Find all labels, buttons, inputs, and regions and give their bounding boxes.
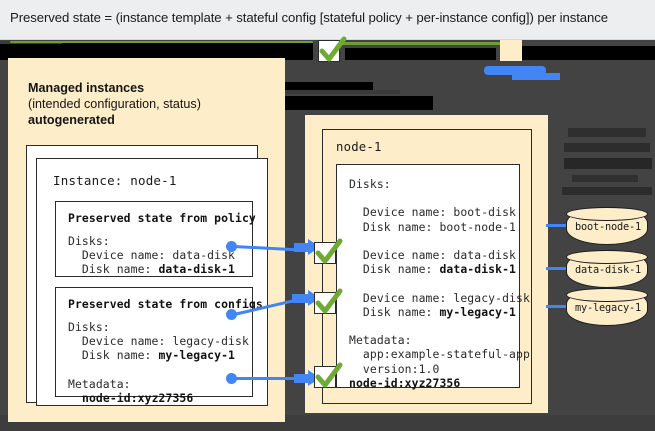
policy-disk-name-value: data-disk-1 (158, 262, 235, 277)
green-rule-right (336, 42, 501, 45)
configs-disk-name-label: Disk name: (68, 348, 159, 363)
disk-cylinder-data: data-disk-1 (565, 249, 648, 288)
connector-legacy-disk (226, 288, 321, 320)
node-spacer-3 (349, 276, 530, 290)
caption-bar: Preserved state = (instance template + s… (0, 0, 655, 40)
configs-spacer (68, 363, 249, 377)
connector-dot (226, 372, 237, 384)
disk-label: boot-node-1 (575, 221, 641, 233)
disk-label: data-disk-1 (575, 264, 641, 276)
node-metadata-node-id: node-id:xyz27356 (349, 375, 461, 390)
redaction-right-1 (568, 128, 646, 137)
instance-card: Instance: node-1 Preserved state from po… (36, 158, 268, 406)
managed-instances-panel: Managed instances (intended configuratio… (8, 58, 285, 422)
connector-tail (292, 294, 310, 303)
heading-autogenerated: autogenerated (28, 113, 115, 127)
disk-cylinder-legacy: my-legacy-1 (565, 287, 648, 326)
node-box: node-1 Disks: Device name: boot-disk Dis… (322, 129, 532, 404)
node-data-device: Device name: data-disk (349, 248, 516, 263)
node-legacy-device: Device name: legacy-disk (349, 290, 530, 305)
configs-disk-name-row: Disk name: my-legacy-1 (68, 348, 249, 362)
redaction-right-3 (564, 158, 652, 169)
disk-top-ellipse (565, 206, 648, 221)
disk-label: my-legacy-1 (575, 302, 641, 314)
node-legacy-disk-value: my-legacy-1 (439, 304, 516, 319)
caption-text: Preserved state = (instance template + s… (10, 10, 608, 25)
node-legacy-disk-label: Disk name: (349, 304, 440, 319)
disk-wire-data (546, 267, 568, 271)
node-disks-panel: Disks: Device name: boot-disk Disk name:… (336, 164, 530, 390)
configs-metadata-node-id: node-id:xyz27356 (82, 391, 194, 406)
disk-wire-boot (546, 224, 568, 228)
policy-disk-name-row: Disk name: data-disk-1 (68, 262, 235, 276)
check-badge-data-disk (314, 238, 343, 264)
disk-wire-legacy (546, 305, 568, 309)
connector-tail (294, 243, 310, 252)
disk-top-ellipse (565, 249, 648, 264)
connector-tail (294, 374, 310, 383)
configs-box-code: Disks: Device name: legacy-disk Disk nam… (68, 320, 249, 405)
check-badge-legacy-disk (314, 288, 343, 314)
node-legacy-disk-row: Disk name: my-legacy-1 (349, 305, 530, 319)
node-metadata-label: Metadata: (349, 333, 412, 348)
connector-dot (226, 240, 237, 252)
node-data-disk-value: data-disk-1 (439, 262, 516, 277)
check-icon (315, 238, 343, 264)
blue-connector-blob-2 (512, 73, 560, 80)
configs-metadata-value: node-id:xyz27356 (68, 391, 249, 405)
node-boot-device: Device name: boot-disk (349, 205, 516, 220)
policy-disks-label: Disks: (68, 234, 110, 248)
node-disks-label: Disks: (349, 177, 391, 191)
disk-cylinder-boot: boot-node-1 (565, 206, 648, 245)
check-badge-top (318, 36, 347, 62)
configs-metadata-label: Metadata: (68, 376, 131, 391)
redaction-right-2 (564, 143, 650, 152)
policy-box-code: Disks: Device name: data-disk Disk name:… (68, 234, 235, 277)
actual-instance-panel: node-1 Disks: Device name: boot-disk Dis… (305, 115, 548, 413)
node-metadata-app: app:example-stateful-app (349, 347, 530, 362)
redaction-right-4 (572, 175, 638, 182)
configs-device-name: Device name: legacy-disk (68, 334, 249, 349)
check-icon (315, 288, 343, 314)
redaction-bar-top-right-a (345, 48, 496, 60)
node-spacer-2 (349, 234, 530, 248)
policy-device-name: Device name: data-disk (68, 248, 235, 263)
node-code: Disks: Device name: boot-disk Disk name:… (349, 177, 530, 390)
redaction-row-3 (190, 90, 400, 94)
managed-instances-heading: Managed instances (intended configuratio… (28, 80, 268, 128)
blue-connector-blob (484, 66, 546, 75)
heading-managed-instances: Managed instances (28, 81, 145, 95)
redaction-bar-top (0, 43, 313, 60)
node-data-disk-row: Disk name: data-disk-1 (349, 262, 530, 276)
preserved-state-policy-box: Preserved state from policy Disks: Devic… (55, 201, 256, 277)
preserved-state-configs-box: Preserved state from configs Disks: Devi… (55, 287, 263, 405)
policy-disk-name-label: Disk name: (68, 262, 159, 277)
connector-metadata (226, 370, 321, 386)
connector-data-disk (226, 238, 321, 255)
configs-disk-name-value: my-legacy-1 (158, 348, 235, 363)
check-badge-metadata (314, 362, 343, 388)
check-icon (319, 36, 347, 62)
connector-dot (226, 309, 237, 320)
connector-line (234, 376, 312, 380)
node-title: node-1 (336, 140, 382, 154)
redaction-bar-top-right-b (515, 46, 655, 60)
node-spacer-4 (349, 319, 530, 333)
configs-disks-label: Disks: (68, 320, 110, 334)
policy-box-title: Preserved state from policy (68, 211, 256, 225)
node-boot-disk: Disk name: boot-node-1 (349, 219, 516, 234)
top-cream-chip (500, 40, 522, 61)
disk-top-ellipse (565, 287, 648, 302)
heading-intended-config: (intended configuration, status) (28, 97, 201, 111)
redaction-right-5 (562, 187, 652, 195)
node-metadata-version: version:1.0 (349, 361, 440, 376)
configs-box-title: Preserved state from configs (68, 297, 263, 311)
node-data-disk-label: Disk name: (349, 262, 440, 277)
check-icon (315, 362, 343, 388)
instance-title: Instance: node-1 (53, 173, 177, 188)
green-rule-left (10, 41, 313, 43)
node-spacer-1 (349, 191, 530, 205)
